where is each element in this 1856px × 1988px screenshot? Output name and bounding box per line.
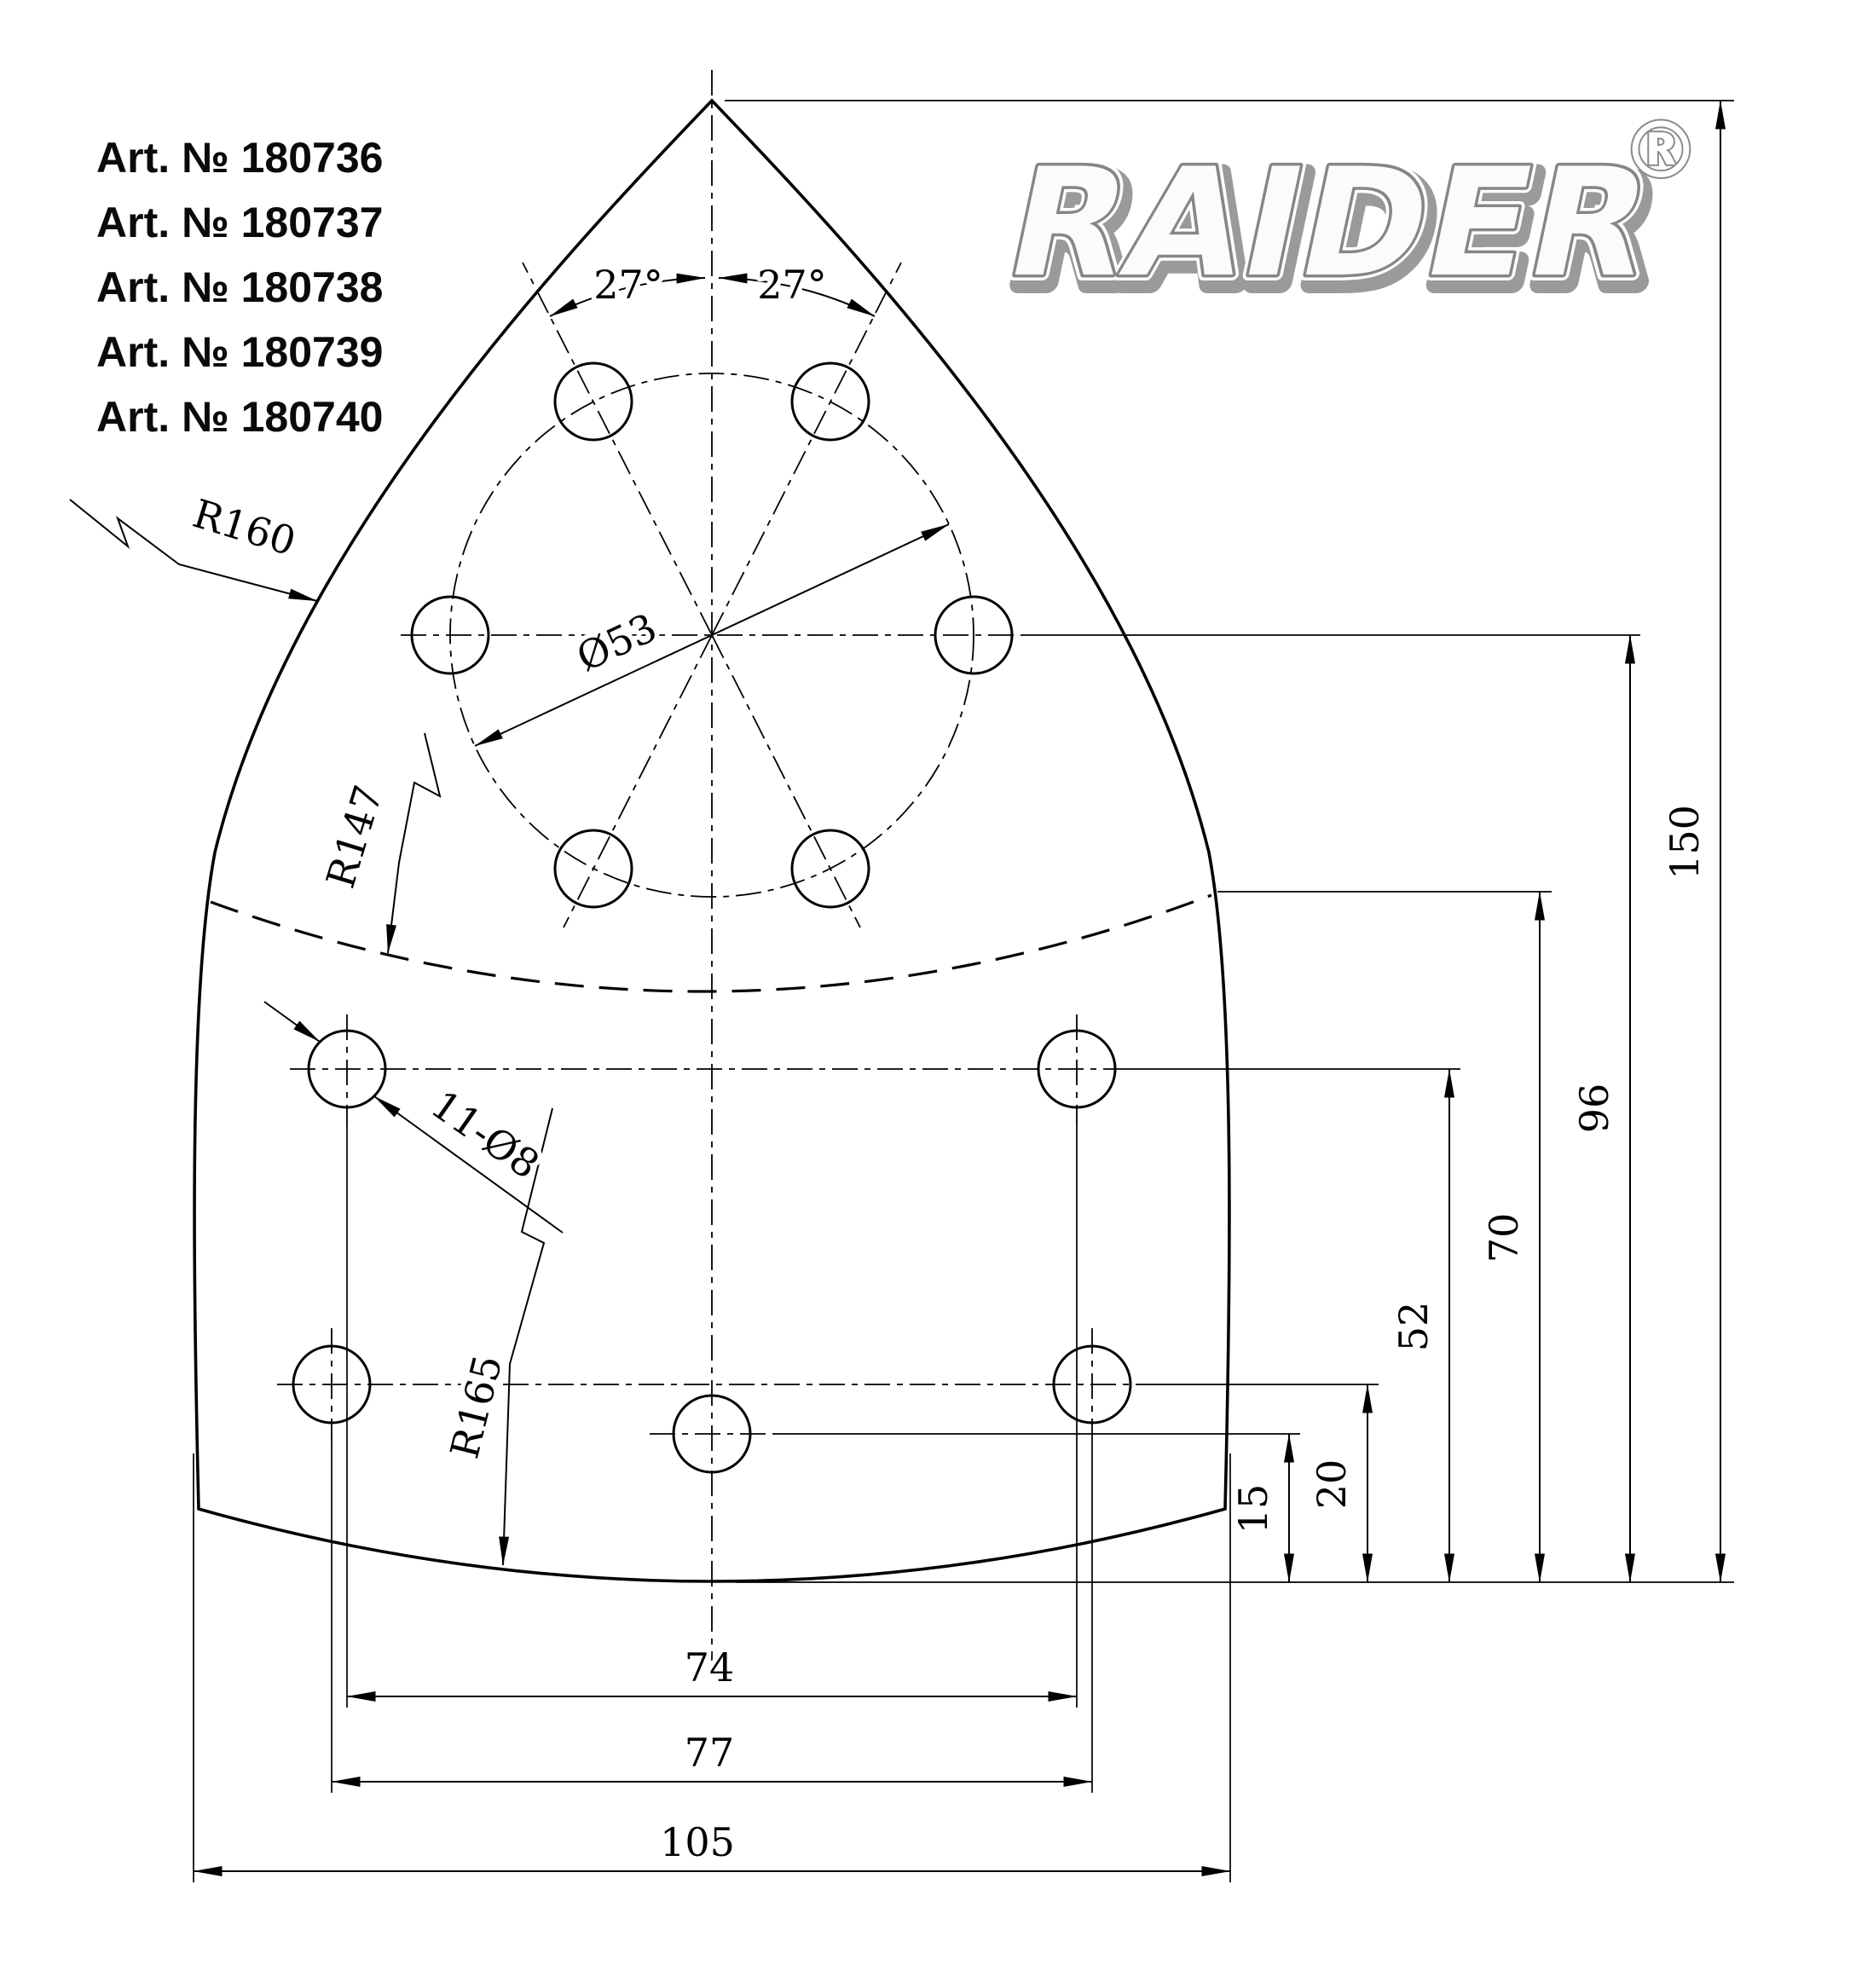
dim-label-70: 70 <box>1481 1213 1527 1263</box>
hole <box>1052 1344 1132 1425</box>
leader-r165 <box>499 1107 553 1566</box>
dim-label-20: 20 <box>1309 1459 1355 1510</box>
hole <box>672 1394 752 1474</box>
leader-r147 <box>386 732 442 954</box>
article-number: Art. № 180739 <box>96 328 383 376</box>
radius-label-r160: R160 <box>188 490 301 564</box>
radial-centerline-left <box>522 262 713 636</box>
radial-centerline-right <box>711 262 902 636</box>
dim-label-74: 74 <box>685 1644 735 1690</box>
dim-label-15: 15 <box>1230 1484 1276 1534</box>
dim-label-105: 105 <box>660 1819 735 1865</box>
hole <box>1037 1029 1117 1109</box>
holes-callout-label: 11-Ø8 <box>423 1081 548 1188</box>
dim-label-77: 77 <box>685 1730 735 1776</box>
dimension-lines <box>193 100 1726 1876</box>
dashed-arc-r147 <box>210 893 1212 993</box>
logo-text-shadow: RAIDER <box>999 145 1673 319</box>
angle-arc-left <box>549 273 706 317</box>
leader-lines <box>69 499 564 1566</box>
logo-text-base: RAIDER <box>994 136 1668 310</box>
angle-label-left: 27° <box>593 262 663 308</box>
diameter-label-53: Ø53 <box>570 604 663 681</box>
dimension-labels: 150 96 70 52 20 15 74 77 105 27° 27° R16… <box>183 257 1713 1870</box>
extension-lines <box>193 100 1734 1882</box>
dim-label-96: 96 <box>1571 1084 1617 1134</box>
article-number: Art. № 180738 <box>96 263 383 311</box>
brand-logo: RAIDER RAIDER RAIDER ® <box>988 103 1702 329</box>
angle-label-right: 27° <box>757 262 827 308</box>
dim-label-150: 150 <box>1662 805 1708 880</box>
hole <box>292 1344 372 1425</box>
hole <box>553 361 633 442</box>
hole <box>307 1029 387 1109</box>
article-number: Art. № 180736 <box>96 134 383 182</box>
leader-r160 <box>69 499 318 602</box>
logo-text: RAIDER <box>994 136 1668 310</box>
radial-centerline-lower-right <box>711 634 861 928</box>
leader-holes-inner <box>373 1095 564 1234</box>
angle-arc-right <box>718 273 876 317</box>
diameter-line-53 <box>474 523 950 747</box>
article-number-list: Art. № 180736 Art. № 180737 Art. № 18073… <box>96 134 383 441</box>
leader-holes-outer <box>263 1001 321 1043</box>
registered-trademark-icon: ® <box>1622 105 1700 196</box>
radial-centerline-lower-left <box>563 634 713 928</box>
hole <box>553 829 633 909</box>
hole <box>790 829 870 909</box>
hole <box>790 361 870 442</box>
dim-label-52: 52 <box>1391 1302 1437 1352</box>
article-number: Art. № 180737 <box>96 199 383 246</box>
article-number: Art. № 180740 <box>96 393 383 441</box>
radius-label-r165: R165 <box>441 1350 511 1463</box>
radius-label-r147: R147 <box>317 780 391 893</box>
